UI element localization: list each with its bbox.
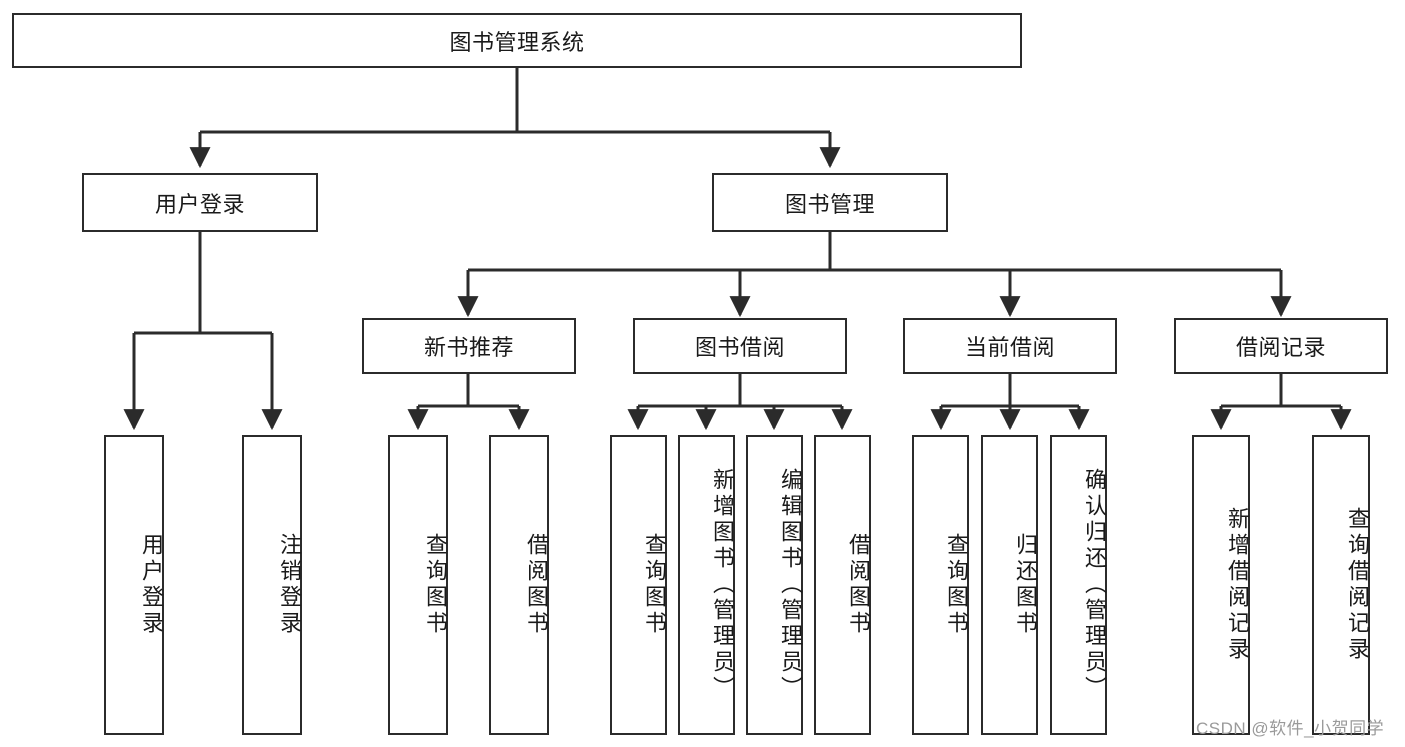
node-leaf-user-login-2-label: 注销登录 xyxy=(277,533,302,637)
node-root-system[interactable]: 图书管理系统 xyxy=(12,13,1022,68)
node-leaf-book-borrow-1-label: 查询图书 xyxy=(642,533,667,637)
node-book-borrow[interactable]: 图书借阅 xyxy=(633,318,847,374)
node-leaf-new-book-2[interactable]: 借阅图书 xyxy=(489,435,549,735)
node-leaf-user-login-1[interactable]: 用户登录 xyxy=(104,435,164,735)
node-leaf-book-borrow-2[interactable]: 新增图书（管理员） xyxy=(678,435,735,735)
node-book-management-label: 图书管理 xyxy=(784,191,875,217)
node-leaf-book-borrow-4[interactable]: 借阅图书 xyxy=(814,435,871,735)
node-borrow-records-label: 借阅记录 xyxy=(1235,335,1326,360)
node-leaf-current-borrow-1[interactable]: 查询图书 xyxy=(912,435,969,735)
node-leaf-new-book-2-label: 借阅图书 xyxy=(524,533,549,637)
node-leaf-new-book-1-label: 查询图书 xyxy=(423,533,448,637)
node-leaf-current-borrow-2-label: 归还图书 xyxy=(1013,533,1038,637)
node-leaf-book-borrow-2-label: 新增图书（管理员） xyxy=(710,468,735,702)
node-current-borrow[interactable]: 当前借阅 xyxy=(903,318,1117,374)
node-leaf-current-borrow-1-label: 查询图书 xyxy=(944,533,969,637)
node-leaf-user-login-2[interactable]: 注销登录 xyxy=(242,435,302,735)
node-leaf-book-borrow-4-label: 借阅图书 xyxy=(846,533,871,637)
node-leaf-borrow-records-2[interactable]: 查询借阅记录 xyxy=(1312,435,1370,735)
node-borrow-records[interactable]: 借阅记录 xyxy=(1174,318,1388,374)
node-leaf-current-borrow-3[interactable]: 确认归还（管理员） xyxy=(1050,435,1107,735)
node-leaf-book-borrow-3[interactable]: 编辑图书（管理员） xyxy=(746,435,803,735)
node-leaf-borrow-records-1[interactable]: 新增借阅记录 xyxy=(1192,435,1250,735)
node-book-borrow-label: 图书借阅 xyxy=(694,335,785,360)
node-user-login-label: 用户登录 xyxy=(154,191,245,217)
node-leaf-current-borrow-2[interactable]: 归还图书 xyxy=(981,435,1038,735)
node-new-book-recommend-label: 新书推荐 xyxy=(423,335,514,360)
node-leaf-borrow-records-1-label: 新增借阅记录 xyxy=(1225,507,1250,663)
node-new-book-recommend[interactable]: 新书推荐 xyxy=(362,318,576,374)
node-leaf-book-borrow-1[interactable]: 查询图书 xyxy=(610,435,667,735)
node-root-system-label: 图书管理系统 xyxy=(449,29,585,55)
node-leaf-user-login-1-label: 用户登录 xyxy=(139,533,164,637)
node-book-management[interactable]: 图书管理 xyxy=(712,173,948,232)
node-leaf-new-book-1[interactable]: 查询图书 xyxy=(388,435,448,735)
node-leaf-borrow-records-2-label: 查询借阅记录 xyxy=(1345,507,1370,663)
node-user-login[interactable]: 用户登录 xyxy=(82,173,318,232)
node-leaf-book-borrow-3-label: 编辑图书（管理员） xyxy=(778,468,803,702)
node-leaf-current-borrow-3-label: 确认归还（管理员） xyxy=(1082,468,1107,702)
node-current-borrow-label: 当前借阅 xyxy=(964,335,1055,360)
